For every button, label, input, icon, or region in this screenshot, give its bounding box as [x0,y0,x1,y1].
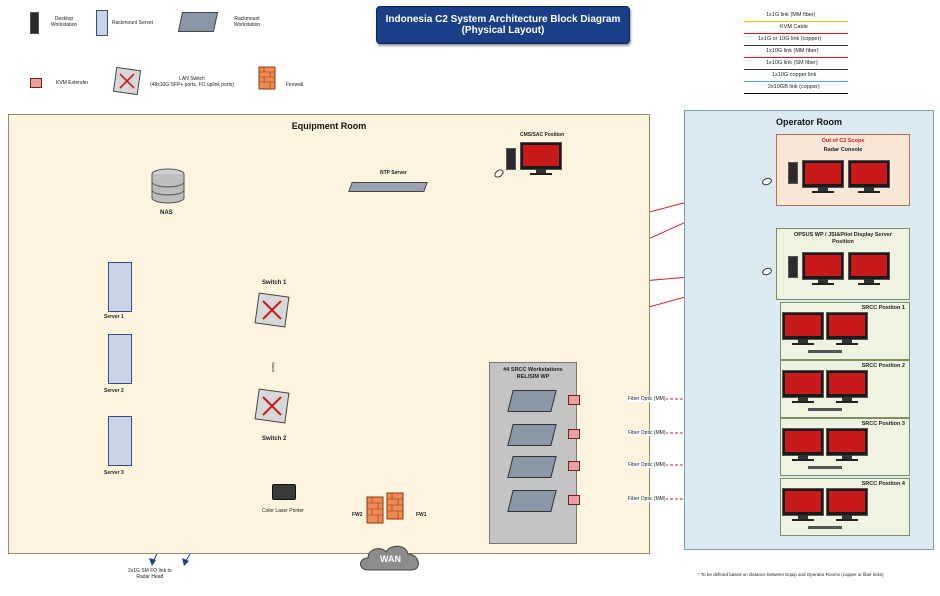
fw2-label: FW2 [352,512,363,518]
fw1-icon [386,492,404,520]
opsus-label: OPSUS WP / JSI&Pilot Display Server Posi… [793,232,893,245]
stack-label: Stack [271,362,276,373]
link-legend-line-3 [744,57,848,59]
ntp-server-label: NTP Server [380,170,407,176]
srcc-1-monitor-1 [782,312,824,345]
printer-label: Color Laser Printer [262,508,304,514]
server-2-label: Server 2 [104,388,124,394]
kvm-extender-icon [30,78,42,88]
rackmount-workstation-icon [177,12,219,32]
link-legend-label-2: 1x1G or 10G link (copper) [758,36,822,42]
opsus-monitor-2 [848,252,890,285]
legend-rackmount-server-label: Rackmount Server [112,20,154,26]
cms-position-label: CMS/SAC Position [520,132,565,138]
link-legend-line-1 [744,33,848,35]
radar-console-label: Radar Console [823,147,863,153]
link-legend-line-6 [744,93,848,95]
nas-label: NAS [160,210,173,216]
srcc-workstations-label: #4 SRCC Workstations REL/SIM WP [503,367,563,380]
wan-cloud-icon [360,545,419,571]
kvm-extender-icon [568,429,580,439]
kvm-extender-icon [568,395,580,405]
rack-workstation-4 [507,490,557,512]
srcc-4-monitor-2 [826,488,868,521]
server-2-icon [108,334,132,384]
srcc-position-2-label: SRCC Position 2 [861,363,905,369]
srcc-3-monitor-2 [826,428,868,461]
rack-workstation-3 [507,456,557,478]
rack-workstation-1 [507,390,557,412]
radar-console-desktop-icon [788,162,798,184]
opsus-desktop-icon [788,256,798,278]
opsus-monitor-1 [802,252,844,285]
server-3-label: Server 3 [104,470,124,476]
srcc-4-monitor-1 [782,488,824,521]
fiber-label-3: Fiber Optic (MM) [628,462,666,468]
cms-monitor [520,142,562,175]
legend-desktop-label: Desktop Workstation [50,16,78,28]
srcc-3-monitor-1 [782,428,824,461]
operator-room-title: Operator Room [775,117,842,127]
link-legend-label-3: 1x10G link (MM fiber) [766,48,819,54]
footnote: * To be defined based on distance betwee… [698,572,884,577]
arrow-radar-1 [149,558,156,566]
rackmount-server-icon [96,10,108,36]
srcc-2-keyboard [808,408,842,411]
server-3-icon [108,416,132,466]
legend-rackmount-workstation-label: Rackmount Workstation [233,16,261,28]
srcc-position-1-label: SRCC Position 1 [861,305,905,311]
fw1-label: FW1 [416,512,427,518]
fiber-label-1: Fiber Optic (MM) [628,396,666,402]
link-legend-label-6: 2x10GB link (copper) [768,84,820,90]
srcc-4-keyboard [808,526,842,529]
link-legend-line-5 [744,81,848,83]
desktop-icon [30,12,39,34]
link-legend-line-4 [744,69,848,71]
srcc-1-keyboard [808,350,842,353]
server-1-label: Server 1 [104,314,124,320]
fw2-icon [366,496,384,524]
kvm-extender-icon [568,495,580,505]
firewall-icon [258,66,276,90]
lan-switch-icon [112,66,142,96]
diagram-subtitle: (Physical Layout) [461,25,545,36]
legend-firewall-label: Firewall [286,82,304,88]
srcc-position-4-label: SRCC Position 4 [861,481,905,487]
diagram-title: Indonesia C2 System Architecture Block D… [385,14,621,25]
link-legend-line-0 [744,21,848,23]
link-legend-line-2 [744,45,848,47]
nas-icon [151,168,185,204]
server-1-icon [108,262,132,312]
fiber-label-2: Fiber Optic (MM) [628,430,666,436]
fiber-label-4: Fiber Optic (MM) [628,496,666,502]
cms-desktop-icon [506,148,516,170]
srcc-1-monitor-2 [826,312,868,345]
switch-2-icon [254,388,290,424]
srcc-2-monitor-1 [782,370,824,403]
srcc-3-keyboard [808,466,842,469]
switch-1-icon [254,292,290,328]
kvm-extender-icon [568,461,580,471]
link-legend-label-1: KVM Cable [780,24,808,30]
radar-head-link-label: 2x1G SM FO link to Radar Head [128,568,172,580]
arrow-radar-2 [182,558,189,566]
switch-2-label: Switch 2 [262,436,287,442]
printer-icon [272,484,296,500]
legend-kvm-extender-label: KVM Extender [56,80,89,86]
legend-lan-switch-label: LAN Switch (48x10G SFP+ ports, FO uplink… [150,76,235,88]
wan-label: WAN [380,554,401,564]
radar-console-monitor-2 [848,160,890,193]
radar-console-scope: Out of C2 Scope [821,138,865,144]
switch-1-label: Switch 1 [262,280,287,286]
link-legend-label-0: 1x1G link (MM fiber) [766,12,816,18]
radar-console-monitor-1 [802,160,844,193]
diagram-title-box: Indonesia C2 System Architecture Block D… [376,6,630,44]
ntp-server-icon [348,182,428,192]
srcc-2-monitor-2 [826,370,868,403]
link-legend-label-5: 1x10G copper link [772,72,817,78]
srcc-position-3-label: SRCC Position 3 [861,421,905,427]
rack-workstation-2 [507,424,557,446]
equipment-room-title: Equipment Room [291,121,367,131]
link-legend-label-4: 1x10G link (SM fiber) [766,60,818,66]
